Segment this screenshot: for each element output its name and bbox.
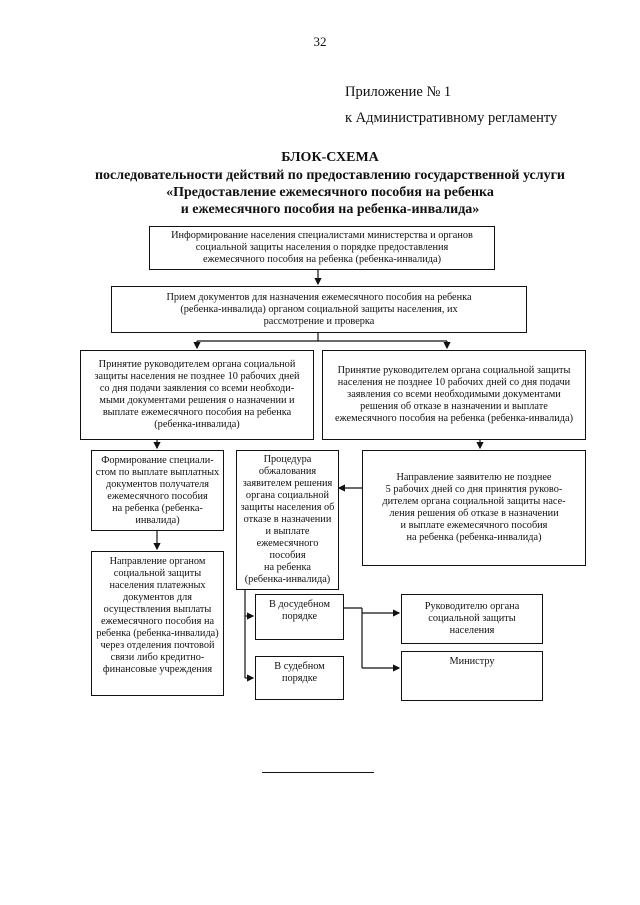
node-inform: Информирование населения специалистами м…: [149, 226, 495, 270]
node-decision-refuse-text: Принятие руководителем органа социальной…: [334, 365, 573, 424]
appendix-reference: к Административному регламенту: [345, 110, 558, 126]
node-minister-text: Министру: [449, 656, 495, 667]
closing-rule: [262, 772, 374, 773]
appendix-number: Приложение № 1: [345, 84, 452, 100]
node-decision-grant-text: Принятие руководителем органа социальной…: [94, 359, 300, 430]
node-receive-text: Прием документов для назначения ежемесяч…: [166, 291, 472, 327]
node-decision-grant: Принятие руководителем органа социальной…: [80, 350, 314, 440]
node-pretrial-text: В досудебном порядке: [268, 599, 331, 622]
node-formation: Формирование специали- стом по выплате в…: [91, 450, 224, 531]
node-minister: Министру: [401, 651, 543, 701]
node-appeal-text: Процедура обжалования заявителем решения…: [240, 454, 335, 585]
title-line-2: последовательности действий по предостав…: [94, 168, 566, 183]
node-pretrial: В досудебном порядке: [255, 594, 344, 640]
node-decision-refuse: Принятие руководителем органа социальной…: [322, 350, 586, 440]
page-number: 32: [313, 34, 327, 49]
node-notify-text: Направление заявителю не позднее 5 рабоч…: [382, 472, 566, 543]
node-notify: Направление заявителю не позднее 5 рабоч…: [362, 450, 586, 566]
node-judicial: В судебном порядке: [255, 656, 344, 700]
node-inform-text: Информирование населения специалистами м…: [171, 230, 473, 265]
node-receive: Прием документов для назначения ежемесяч…: [111, 286, 527, 333]
node-judicial-text: В судебном порядке: [274, 661, 325, 684]
node-head-org-text: Руководителю органа социальной защиты на…: [424, 601, 520, 636]
node-head-org: Руководителю органа социальной защиты на…: [401, 594, 543, 644]
title-heading: БЛОК-СХЕМА: [281, 150, 379, 165]
title-line-3: «Предоставление ежемесячного пособия на …: [166, 185, 494, 200]
node-formation-text: Формирование специали- стом по выплате в…: [95, 454, 220, 526]
node-payment-text: Направление органом социальной защиты на…: [96, 556, 219, 675]
title-line-4: и ежемесячного пособия на ребенка-инвали…: [180, 202, 480, 217]
node-payment: Направление органом социальной защиты на…: [91, 551, 224, 696]
node-appeal: Процедура обжалования заявителем решения…: [236, 450, 339, 590]
